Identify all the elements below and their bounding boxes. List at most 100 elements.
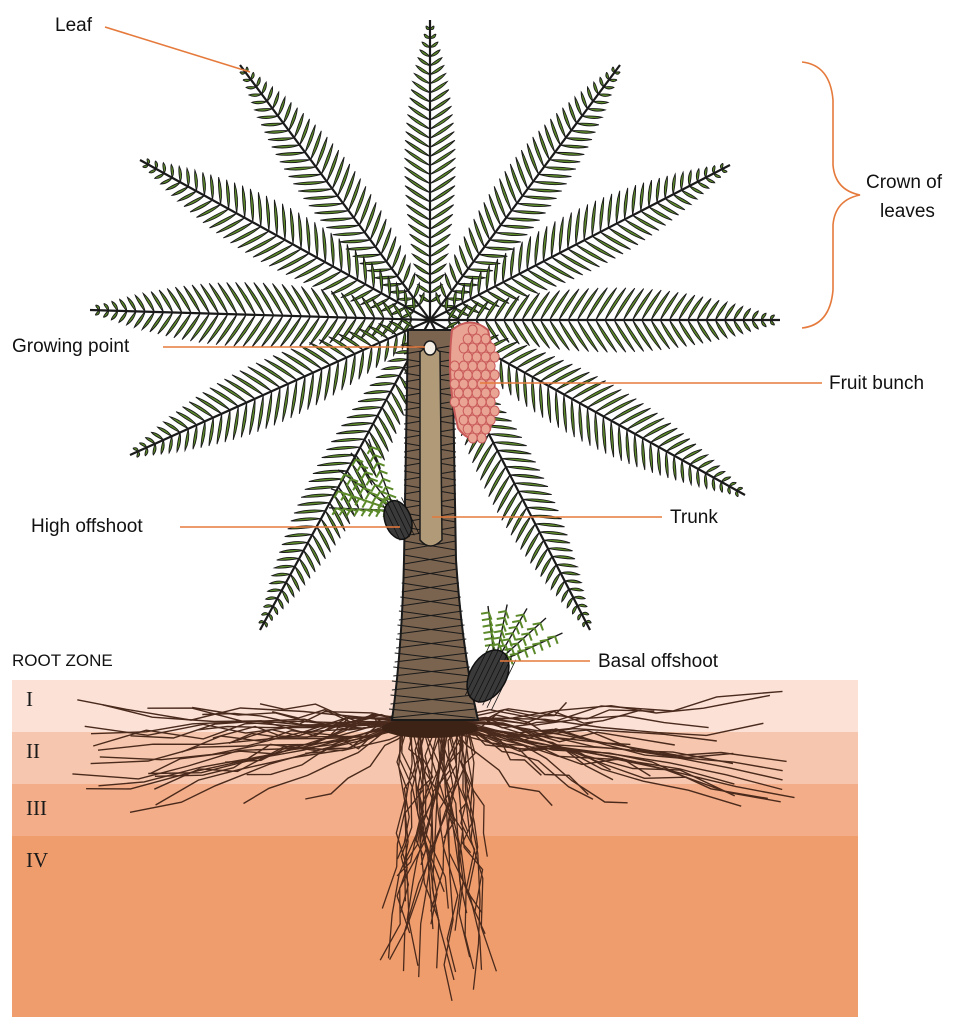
date-fruit: [468, 415, 477, 425]
date-fruit: [463, 334, 472, 344]
date-fruit: [459, 397, 468, 407]
leaflet: [581, 92, 587, 109]
leaflet: [380, 269, 383, 293]
leaflet: [525, 356, 555, 372]
date-fruit: [486, 415, 495, 425]
leaflet: [489, 467, 506, 497]
leaflet: [298, 502, 330, 505]
leaflet: [323, 228, 326, 263]
leaflet: [291, 518, 321, 521]
leaflet: [632, 185, 636, 215]
leaflet: [608, 228, 638, 245]
leaflet: [303, 196, 337, 199]
leaflet: [265, 131, 289, 134]
leaflet: [256, 77, 260, 87]
leaflet: [584, 240, 615, 258]
crown-brace: [802, 62, 860, 328]
leaflet: [217, 414, 222, 444]
leaflet: [502, 491, 519, 520]
leaflet: [697, 469, 700, 487]
leaflet: [576, 245, 608, 263]
leaflet: [185, 429, 189, 451]
leaflet: [184, 286, 201, 313]
leaflet: [295, 262, 326, 279]
leaflet: [385, 339, 389, 362]
leaflet: [397, 255, 405, 277]
leaflet: [642, 438, 645, 470]
leaflet: [495, 233, 527, 236]
leaflet: [339, 239, 342, 272]
leaflet: [289, 174, 322, 177]
leaflet: [552, 257, 583, 275]
leaflet: [242, 186, 245, 218]
leaflet: [405, 158, 431, 174]
leaflet: [430, 176, 455, 192]
leaflet: [608, 194, 612, 228]
leaflet: [134, 312, 145, 328]
leaflet: [513, 320, 530, 346]
leaflet: [322, 454, 356, 457]
leaflet: [706, 466, 720, 473]
leaflet: [111, 311, 117, 320]
leaflet: [479, 254, 508, 257]
date-fruit: [477, 379, 486, 389]
leaflet: [547, 386, 550, 423]
leaflet: [555, 152, 584, 155]
leaflet: [376, 375, 400, 378]
leaflet: [624, 188, 628, 220]
leaflet: [225, 410, 230, 442]
leaflet: [336, 431, 369, 434]
leaflet: [592, 201, 596, 237]
leaflet: [563, 394, 566, 432]
leaflet: [370, 383, 395, 386]
leaflet: [359, 350, 364, 379]
leaflet: [420, 50, 430, 57]
leaflet: [706, 178, 715, 183]
leaflet: [419, 293, 424, 306]
leaflet: [604, 87, 614, 89]
date-fruit: [481, 352, 490, 362]
leaflet: [405, 140, 430, 156]
leaflet: [331, 233, 334, 267]
zone-iii-numeral: III: [26, 798, 47, 819]
leaflet: [374, 276, 397, 279]
leaflet: [430, 149, 455, 165]
frond-rachis: [130, 320, 430, 455]
date-fruit: [477, 397, 486, 407]
leaflet: [665, 451, 668, 478]
leaflet: [210, 388, 239, 407]
leaflet: [177, 433, 181, 452]
date-fruit: [468, 325, 477, 335]
leaflet: [725, 320, 735, 336]
leaflet: [430, 264, 446, 274]
leaflet: [493, 475, 510, 505]
leaflet: [672, 174, 675, 194]
leaflet: [269, 249, 301, 266]
leaflet: [290, 208, 293, 244]
leaflet: [135, 295, 145, 311]
leaflet: [616, 191, 620, 224]
leaflet: [416, 274, 430, 283]
leaflet: [266, 597, 278, 600]
root-zone-label: ROOT ZONE: [12, 652, 113, 669]
leaflet: [276, 152, 305, 155]
leaflet: [712, 478, 715, 491]
basal-offshoot-label: Basal offshoot: [598, 652, 718, 671]
leaflet: [277, 557, 300, 560]
leaflet: [430, 167, 456, 184]
date-fruit: [459, 361, 468, 371]
date-fruit: [490, 388, 499, 398]
leaflet: [339, 240, 370, 243]
leaflet: [333, 233, 365, 236]
leaflet: [567, 213, 571, 249]
leaflet: [704, 473, 707, 489]
leaflet: [246, 87, 256, 89]
leaflet: [506, 218, 540, 221]
date-fruit: [463, 352, 472, 362]
date-fruit: [477, 433, 486, 443]
leaflet: [267, 87, 272, 102]
leaflet: [161, 440, 164, 454]
leaflet: [516, 368, 519, 401]
leaflet: [309, 478, 343, 481]
leaflet: [540, 531, 568, 534]
